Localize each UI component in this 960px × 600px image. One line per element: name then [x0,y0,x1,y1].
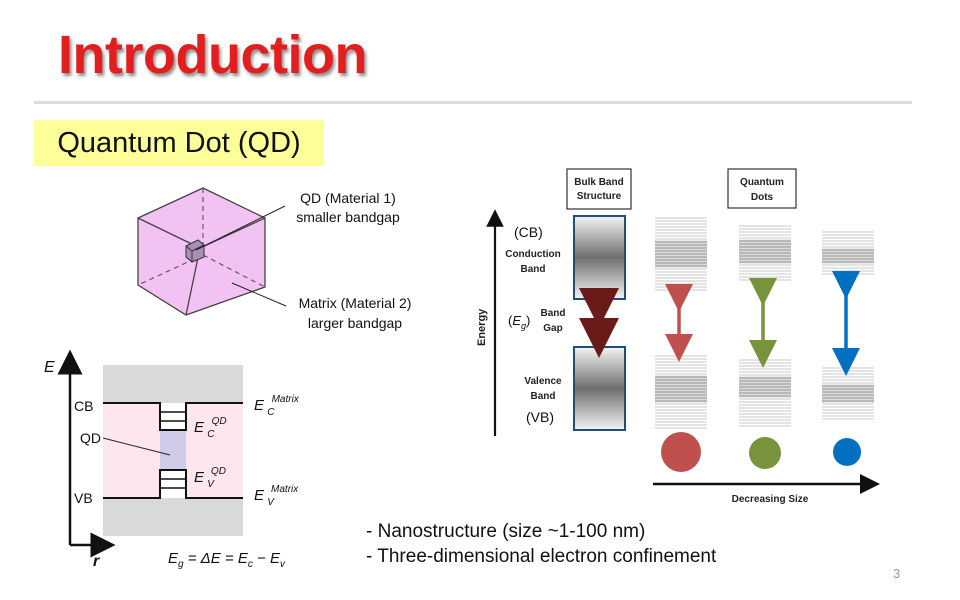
qd-dot-medium-green [749,437,781,469]
qd-pointer-line [102,437,171,456]
cb-gray-region [103,365,243,403]
matrix-bandgap-label: larger bandgap [308,315,402,331]
valence-band-line2: Band [531,391,556,402]
vb-edge-line [103,469,243,499]
cube-hidden-edge [202,254,266,288]
vb-label: VB [74,490,93,506]
qd-level-stacks [655,217,874,429]
cb-edge-line [103,402,243,431]
page-number: 3 [893,566,901,581]
quantum-dots-header-line2: Dots [751,192,774,203]
qd-dot-large-red [661,432,701,472]
title-divider [34,101,912,104]
matrix-leader-line [231,282,287,307]
ec-matrix-label: E C Matrix [254,394,300,419]
quantum-dots-header-line1: Quantum [740,177,784,188]
axis-label-e: E [44,359,55,376]
decreasing-size-label: Decreasing Size [732,494,809,505]
conduction-band-line2: Band [521,264,546,275]
valence-band-line1: Valence [524,376,562,387]
qd-material-label: QD (Material 1) [300,190,396,206]
band-gap-line1: Band [541,308,566,319]
ev-matrix-label: E V Matrix [254,484,299,509]
cube-edge [137,217,201,249]
ev-qd-label: E V QD [194,466,226,491]
bulk-band-header-line1: Bulk Band [574,177,623,188]
qd-well-region [160,430,186,470]
bullet-confinement: - Three-dimensional electron confinement [366,546,717,567]
bandgap-equation: Eg = ΔE = Ec − Ev [168,550,286,570]
conduction-band-line1: Conduction [505,249,561,260]
qd-bandgap-label: smaller bandgap [296,209,400,225]
band-gap-line2: Gap [543,323,562,334]
qd-leader-line [195,205,286,251]
matrix-material-label: Matrix (Material 2) [299,295,412,311]
quantum-dots-header-box [727,168,797,209]
vb-abbrev-label: (VB) [526,409,554,425]
bulk-band-header-box [566,168,632,210]
slide-title: Introduction [58,25,367,85]
qd-cube [185,239,205,263]
qd-dot-small-blue [833,438,861,466]
cb-abbrev-label: (CB) [514,224,543,240]
energy-axis-label: Energy [476,308,488,346]
eg-label: (Eg) [508,313,530,331]
cb-label: CB [74,398,93,414]
bulk-valence-band [573,346,626,431]
axis-label-r: r [93,553,100,570]
bulk-band-header-line2: Structure [577,191,622,202]
ec-qd-label: E C QD [194,416,227,441]
qd-label: QD [80,430,101,446]
bullet-nanostructure: - Nanostructure (size ~1-100 nm) [366,521,646,542]
vb-gray-region [103,498,243,536]
section-subtitle: Quantum Dot (QD) [34,120,324,166]
bulk-conduction-band [573,215,626,300]
